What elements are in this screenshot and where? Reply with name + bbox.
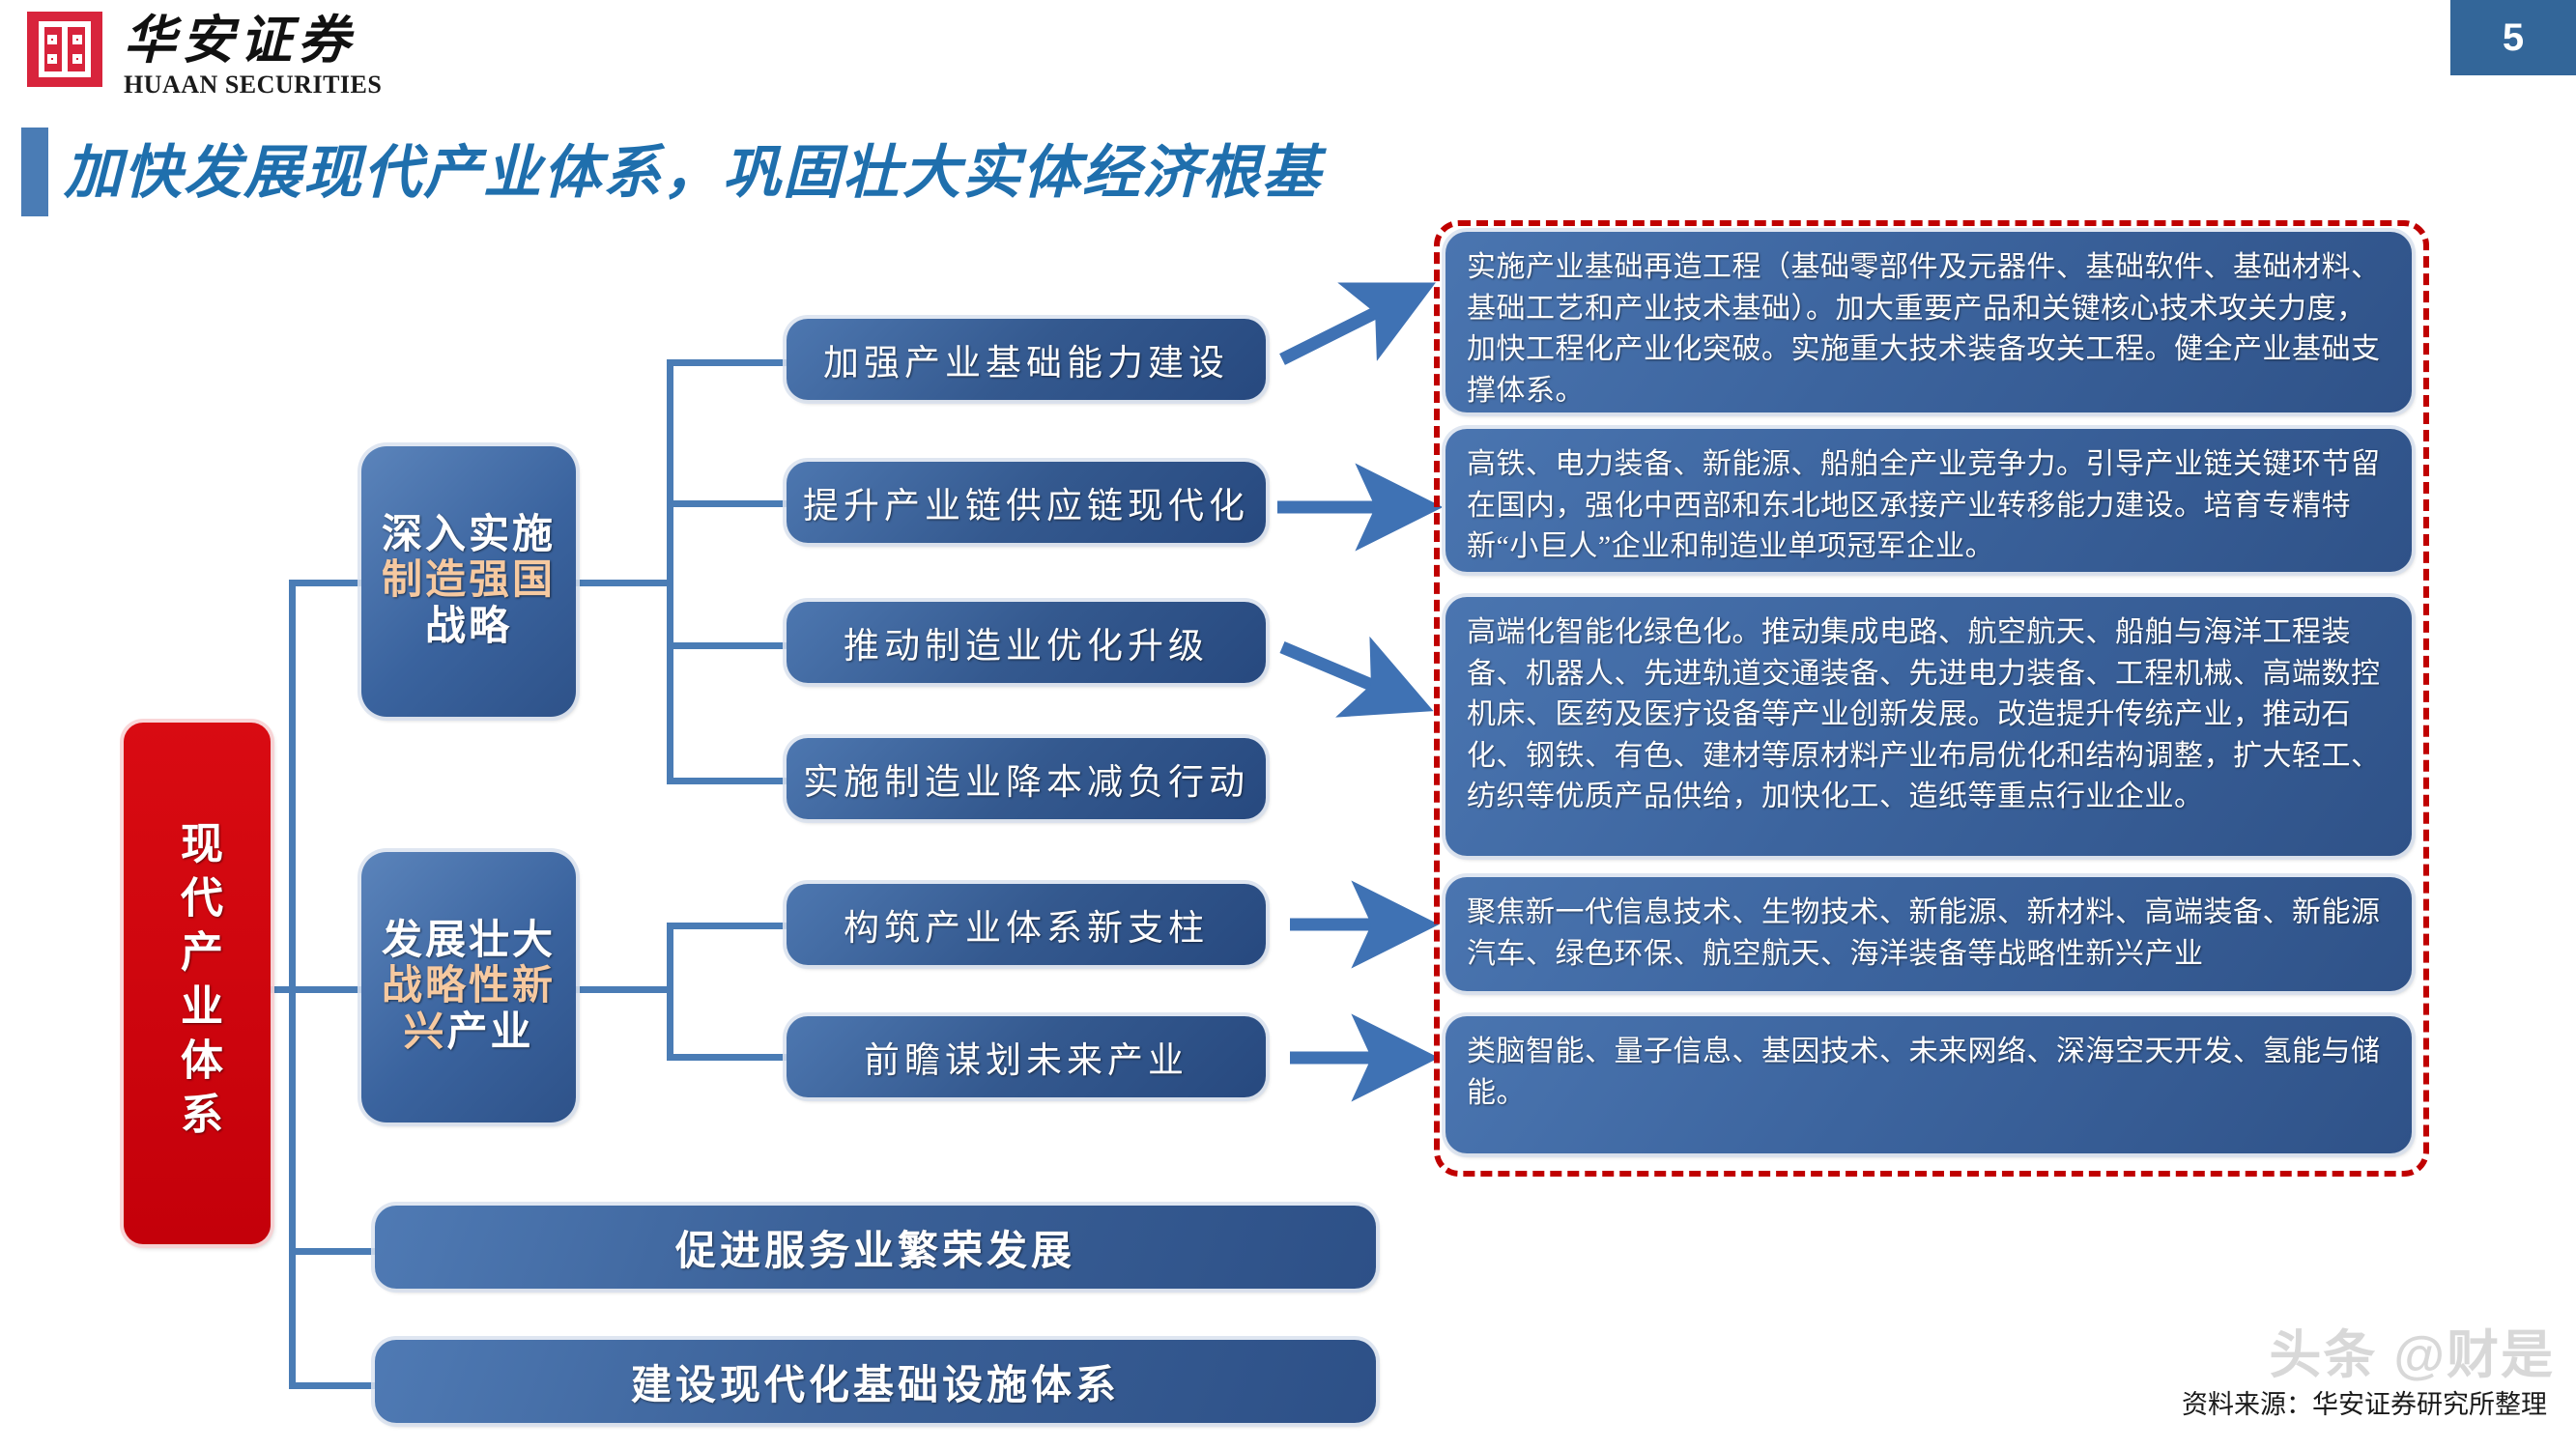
page-title: 加快发展现代产业体系，巩固壮大实体经济根基 [64,141,1322,205]
detail-4-text: 聚焦新一代信息技术、生物技术、新能源、新材料、高端装备、新能源汽车、绿色环保、航… [1467,896,2381,970]
node-branch-manufacturing[interactable]: 深入实施制造强国战略 [361,446,576,717]
detail-box-supply-chain[interactable]: 高铁、电力装备、新能源、船舶全产业竞争力。引导产业链关键环节留在国内，强化中西部… [1445,429,2412,572]
connector-b1-spine [667,359,673,784]
node-item-4-label: 实施制造业降本减负行动 [803,763,1249,803]
detail-1-text: 实施产业基础再造工程（基础零部件及元器件、基础软件、基础材料、基础工艺和产业技术… [1467,251,2381,407]
node-branch-1-label: 深入实施制造强国战略 [361,507,576,655]
title-accent-bar [21,128,48,216]
page-number-badge: 5 [2450,0,2576,75]
connector-b1-item1 [667,359,790,366]
node-item-industrial-base[interactable]: 加强产业基础能力建设 [787,319,1266,400]
branch2-part-0: 发展壮大 [381,919,556,964]
node-item-5-label: 构筑产业体系新支柱 [844,909,1209,949]
watermark: 头条 @财是 [2269,1326,2555,1384]
node-item-6-label: 前瞻谋划未来产业 [864,1041,1188,1081]
node-root-label: 现代产业体系 [174,821,221,1146]
connector-root-stub [269,986,296,993]
branch1-part-2: 战略 [424,604,512,649]
connector-b2-item5 [667,923,790,929]
connector-branch2 [289,986,364,993]
detail-5-text: 类脑智能、量子信息、基因技术、未来网络、深海空天开发、氢能与储能。 [1467,1036,2381,1109]
detail-3-text: 高端化智能化绿色化。推动集成电路、航空航天、船舶与海洋工程装备、机器人、先进轨道… [1467,616,2381,813]
node-item-supply-chain[interactable]: 提升产业链供应链现代化 [787,462,1266,543]
detail-2-text: 高铁、电力装备、新能源、船舶全产业竞争力。引导产业链关键环节留在国内，强化中西部… [1467,448,2381,563]
connector-wide1 [289,1248,376,1255]
connector-wide2 [289,1382,376,1389]
highlight-dashed-border [1434,220,2429,1177]
node-wide-infrastructure[interactable]: 建设现代化基础设施体系 [375,1340,1376,1423]
detail-box-new-pillar[interactable]: 聚焦新一代信息技术、生物技术、新能源、新材料、高端装备、新能源汽车、绿色环保、航… [1445,877,2412,991]
node-item-future-industry[interactable]: 前瞻谋划未来产业 [787,1016,1266,1097]
connector-branch1 [289,580,364,586]
arrow-to-detail-1 [1279,282,1436,365]
connector-b1-item3 [667,642,790,649]
node-item-3-label: 推动制造业优化升级 [844,627,1209,667]
node-branch-2-label: 发展壮大战略性新兴产业 [361,913,576,1061]
brand-logo: 华安证券 HUAAN SECURITIES [27,12,382,99]
node-item-cost-reduction[interactable]: 实施制造业降本减负行动 [787,738,1266,819]
detail-box-future-industry[interactable]: 类脑智能、量子信息、基因技术、未来网络、深海空天开发、氢能与储能。 [1445,1016,2412,1153]
connector-root-spine [289,580,296,1389]
node-wide-1-label: 促进服务业繁荣发展 [674,1229,1075,1274]
brand-name-en: HUAAN SECURITIES [124,70,383,99]
brand-name-cn: 华安证券 [124,12,356,70]
branch1-part-0: 深入实施 [381,513,556,558]
connector-b2-stub [572,986,673,993]
node-item-2-label: 提升产业链供应链现代化 [803,487,1249,526]
connector-b1-item4 [667,778,790,784]
node-item-new-pillar[interactable]: 构筑产业体系新支柱 [787,884,1266,965]
connector-b2-item6 [667,1054,790,1061]
detail-box-industrial-base[interactable]: 实施产业基础再造工程（基础零部件及元器件、基础软件、基础材料、基础工艺和产业技术… [1445,232,2412,412]
detail-box-upgrade[interactable]: 高端化智能化绿色化。推动集成电路、航空航天、船舶与海洋工程装备、机器人、先进轨道… [1445,597,2412,856]
node-wide-services[interactable]: 促进服务业繁荣发展 [375,1206,1376,1289]
node-root[interactable]: 现代产业体系 [124,723,271,1244]
connector-b1-stub [574,580,673,586]
branch1-part-1: 制造强国 [381,558,556,604]
node-item-1-label: 加强产业基础能力建设 [823,344,1229,384]
arrow-to-detail-3 [1279,636,1434,718]
branch2-part-2: 产业 [446,1009,534,1055]
connector-b2-spine [667,923,673,1058]
node-branch-emerging[interactable]: 发展壮大战略性新兴产业 [361,852,576,1122]
node-item-upgrade[interactable]: 推动制造业优化升级 [787,602,1266,683]
connector-b1-item2 [667,500,790,507]
branch2-part-1: 战略性新兴 [381,964,556,1055]
node-wide-2-label: 建设现代化基础设施体系 [630,1363,1120,1408]
source-note: 资料来源：华安证券研究所整理 [2182,1390,2547,1419]
huaan-logo-icon [27,12,102,87]
